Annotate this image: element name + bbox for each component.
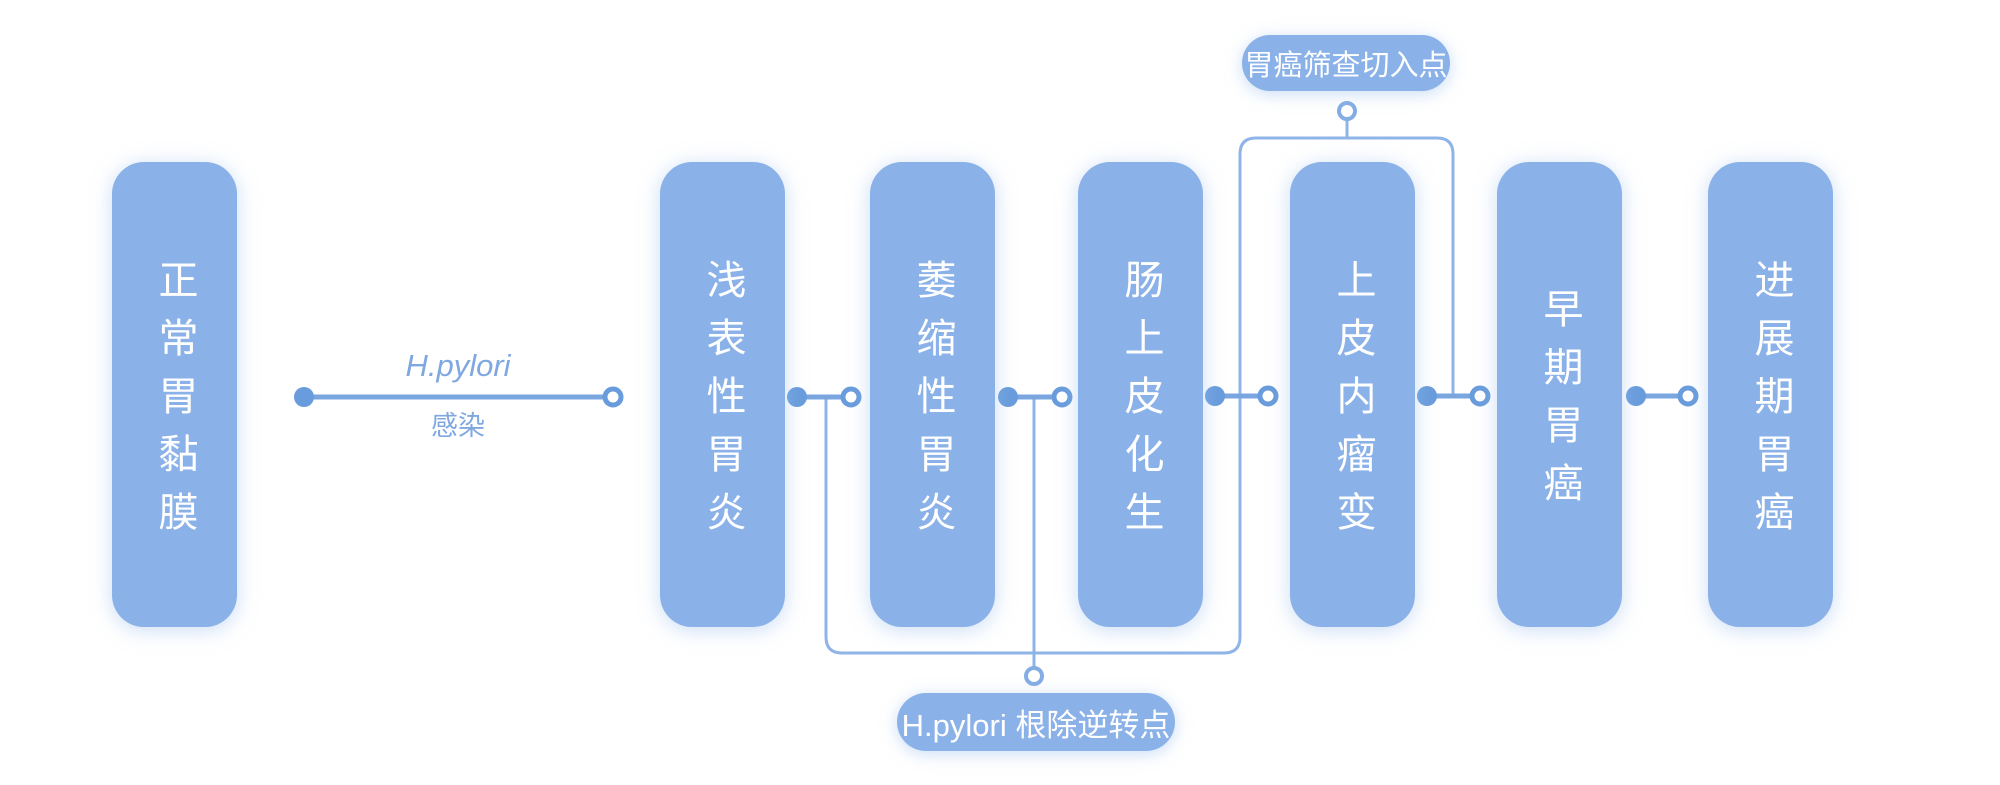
screening-entry-point-callout: 胃癌筛查切入点: [1242, 35, 1450, 91]
connector-end-ring: [602, 386, 624, 408]
stage-label: 早期胃癌: [1537, 287, 1582, 520]
connector-stage1-stage2: [294, 386, 624, 408]
connector-end-ring: [1469, 385, 1491, 407]
connector-end-ring: [1257, 385, 1279, 407]
stage-label: 肠上皮化生: [1118, 258, 1163, 549]
hpylori-infection-label-line2: 感染: [431, 411, 485, 441]
stage-box-superficial-gastritis: 浅表性胃炎: [660, 162, 785, 627]
stage-box-intestinal-metaplasia: 肠上皮化生: [1078, 162, 1203, 627]
connector-start-dot: [1205, 386, 1225, 406]
connector-start-dot: [787, 387, 807, 407]
screening-terminal-circle: [1337, 101, 1357, 121]
screening-callout-label: 胃癌筛查切入点: [1244, 50, 1448, 82]
connector-stage5-stage6: [1417, 385, 1491, 407]
stage-label: 萎缩性胃炎: [910, 258, 955, 549]
connector-stage2-stage3: [787, 386, 862, 408]
stage-label: 上皮内瘤变: [1330, 258, 1375, 549]
connector-stage3-stage4: [998, 386, 1073, 408]
stage-label: 浅表性胃炎: [700, 258, 745, 549]
stage-box-intraepithelial-neoplasia: 上皮内瘤变: [1290, 162, 1415, 627]
connector-start-dot: [294, 387, 314, 407]
connector-stage4-stage5: [1205, 385, 1279, 407]
connector-start-dot: [1626, 386, 1646, 406]
connector-end-ring: [1051, 386, 1073, 408]
connector-end-ring: [840, 386, 862, 408]
connector-start-dot: [998, 387, 1018, 407]
connector-end-ring: [1677, 385, 1699, 407]
hpylori-infection-label-line1: H.pylori: [405, 348, 511, 383]
connector-start-dot: [1417, 386, 1437, 406]
stage-label: 进展期胃癌: [1748, 258, 1793, 549]
connector-stage6-stage7: [1626, 385, 1699, 407]
reversal-terminal-circle: [1024, 666, 1044, 686]
stage-box-advanced-gastric-cancer: 进展期胃癌: [1708, 162, 1833, 627]
stage-box-normal-gastric-mucosa: 正常胃黏膜: [112, 162, 237, 627]
reversal-callout-label: H.pylori 根除逆转点: [901, 707, 1171, 743]
hpylori-eradication-reversal-callout: H.pylori 根除逆转点: [897, 693, 1175, 751]
stage-box-early-gastric-cancer: 早期胃癌: [1497, 162, 1622, 627]
stage-label: 正常胃黏膜: [152, 258, 197, 549]
stage-box-atrophic-gastritis: 萎缩性胃炎: [870, 162, 995, 627]
